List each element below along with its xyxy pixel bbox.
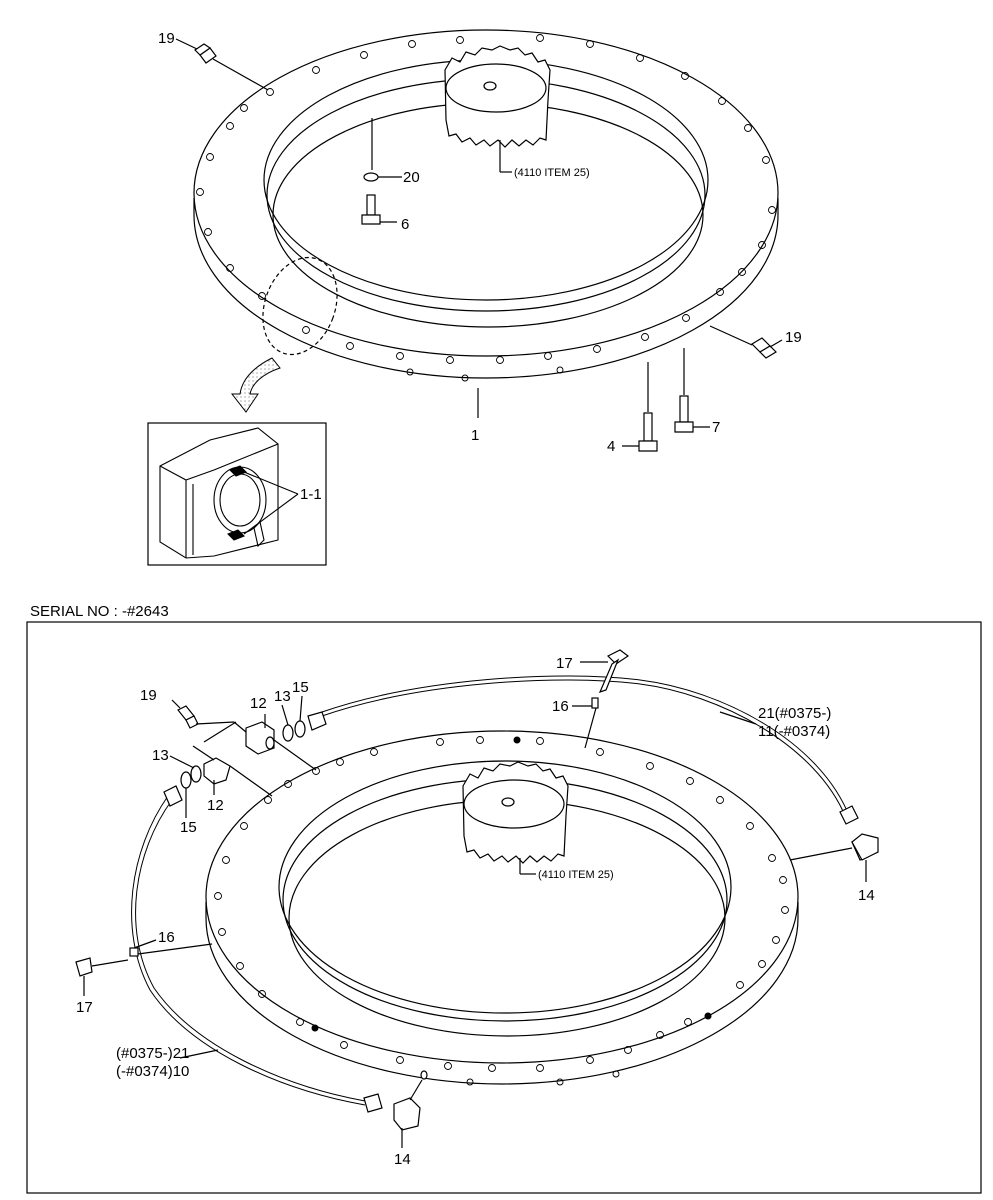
grease-nipple-top [194,43,269,91]
callout-11-right: 11(-#0374) [758,723,830,740]
callout-19-top: 19 [158,30,175,47]
detail-block [159,427,299,559]
filled-markers [311,736,712,1032]
callout-7: 7 [712,419,720,436]
callout-17-top: 17 [556,655,573,672]
hose-clamp-left [129,947,139,957]
gear-reference-lower: (4110 ITEM 25) [538,869,614,881]
callout-14-bottom: 14 [394,1151,411,1168]
elbow-fitting-right [789,805,879,882]
callout-14-right: 14 [858,887,875,904]
callout-15-upper: 15 [292,679,309,696]
bolt-17-top [580,649,630,693]
callout-1-1: 1-1 [300,486,322,503]
callout-12-upper: 12 [250,695,267,712]
pinion-gear-upper [444,45,551,148]
callout-10-left: (-#0374)10 [116,1063,189,1080]
grease-hose-left [131,795,366,1106]
bolt-holes-upper [196,34,776,382]
hose-clamp-top [591,697,599,709]
detail-marker-circle [262,256,338,356]
callout-4: 4 [607,438,615,455]
lower-callouts: 17 16 21(#0375-) 11(-#0374) 19 12 13 15 … [76,655,875,1168]
oring-13-lower [190,765,202,783]
callout-21-left: (#0375-)21 [116,1045,189,1062]
upper-view [147,29,783,566]
grease-hose-right [321,675,851,819]
callout-13-upper: 13 [274,688,291,705]
connector-12-upper [233,714,275,755]
grease-nipple-right [709,325,783,359]
callout-16-top: 16 [552,698,569,715]
pinion-gear-lower [462,761,569,864]
elbow-fitting-bottom [363,1070,428,1148]
callout-13-lower: 13 [152,747,169,764]
detail-box [147,422,327,566]
bolt-7 [674,395,710,433]
callout-16-left: 16 [158,929,175,946]
oring-13-upper [282,724,294,742]
bolt-6 [361,194,397,225]
serial-number-label: SERIAL NO : -#2643 [30,603,169,620]
callout-12-lower: 12 [207,797,224,814]
callout-6: 6 [401,216,409,233]
callout-1: 1 [471,427,479,444]
nut-15-lower [163,785,183,807]
detail-arrow [230,357,281,413]
washer-20 [363,172,379,182]
callout-20: 20 [403,169,420,186]
callout-19-right: 19 [785,329,802,346]
nut-15-upper [307,711,327,731]
upper-callouts: 19 (4110 ITEM 25) 20 6 19 1 4 7 1-1 [158,30,802,503]
lower-view [75,649,879,1148]
grease-nipple-lower [171,699,235,729]
callout-17-left: 17 [76,999,93,1016]
callout-15-lower: 15 [180,819,197,836]
bolt-17-left [75,957,129,996]
bolt-4 [622,412,658,452]
callout-19-lower: 19 [140,687,157,704]
callout-21-right: 21(#0375-) [758,705,831,722]
lower-view-frame [26,621,982,1194]
bolt-holes-lower [214,736,789,1086]
connector-12-lower [192,745,273,797]
gear-reference-upper: (4110 ITEM 25) [514,167,590,179]
